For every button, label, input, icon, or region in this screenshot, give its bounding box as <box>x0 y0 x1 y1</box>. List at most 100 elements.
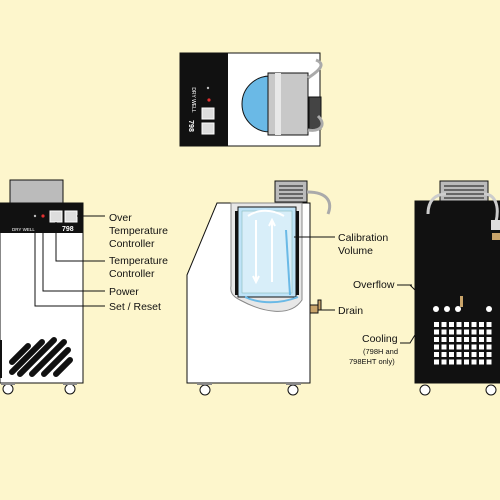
top-controller-display-1 <box>201 107 215 120</box>
vent-cell <box>479 322 484 327</box>
vent-cell <box>479 344 484 350</box>
label-cooling: Cooling <box>362 333 398 345</box>
front-brand-text: DRY WELL <box>12 227 35 232</box>
top-controller-display-2 <box>201 122 215 135</box>
front-power-led <box>41 214 45 218</box>
vent-cell <box>479 352 484 357</box>
rear-callout-lines <box>397 284 440 344</box>
top-brand-text: DRY WELL <box>190 87 196 113</box>
label-cooling-note-1: (798H and <box>363 347 398 356</box>
vent-cell <box>471 322 477 327</box>
vent-cell <box>434 322 439 327</box>
vent-cell <box>456 337 462 342</box>
front-tank-top <box>9 179 64 205</box>
vent-cell <box>456 322 462 327</box>
top-power-led <box>207 98 211 102</box>
vent-cell <box>449 322 454 327</box>
label-drain: Drain <box>338 305 363 317</box>
vent-cell <box>456 359 462 365</box>
vent-cell <box>479 359 484 365</box>
front-reset-button <box>33 214 37 218</box>
front-model-number: 798 <box>62 226 74 233</box>
top-model-number: 798 <box>187 120 194 132</box>
rear-caster-left <box>419 384 431 396</box>
side-caster-right <box>287 384 299 396</box>
vent-cell <box>479 337 484 342</box>
front-view: DRY WELL 798 <box>0 179 84 395</box>
top-tank-dome <box>241 75 271 133</box>
label-calibration-1: Calibration <box>338 232 388 244</box>
vent-cell <box>464 352 469 357</box>
label-set-reset: Set / Reset <box>109 301 161 313</box>
top-fitting-block <box>308 96 322 130</box>
front-vent-grille <box>9 337 73 377</box>
vent-cell <box>434 344 439 350</box>
side-fan-housing <box>274 180 308 203</box>
front-caster-left <box>2 383 14 395</box>
vent-cell <box>434 337 439 342</box>
front-temp-controller-display <box>49 210 63 223</box>
overflow-fittings <box>433 306 461 312</box>
side-hose <box>306 190 332 215</box>
vent-cell <box>441 329 447 335</box>
front-over-temp-controller-display <box>64 210 78 223</box>
vent-cell <box>441 322 447 327</box>
vent-cell <box>449 359 454 365</box>
vent-cell <box>449 337 454 342</box>
vent-cell <box>464 344 469 350</box>
vent-cell <box>486 359 492 365</box>
vent-cell <box>464 337 469 342</box>
vent-cell <box>479 329 484 335</box>
vent-cell <box>434 352 439 357</box>
vent-cell <box>486 344 492 350</box>
side-caster-left <box>199 384 211 396</box>
side-callout-lines <box>294 236 335 311</box>
flow-arrows <box>247 209 285 285</box>
vent-cell <box>434 359 439 365</box>
vent-cell <box>449 352 454 357</box>
label-calibration-2: Volume <box>338 245 373 257</box>
vent-cell <box>456 352 462 357</box>
vent-cell <box>464 359 469 365</box>
vent-cell <box>486 352 492 357</box>
top-hose-2 <box>307 114 324 132</box>
side-view <box>186 180 332 396</box>
rear-view <box>414 180 500 396</box>
vent-cell <box>486 337 492 342</box>
vent-cell <box>449 329 454 335</box>
label-temp-controller-2: Controller <box>109 268 155 280</box>
top-hose-1 <box>307 58 323 80</box>
vent-cell <box>456 344 462 350</box>
vent-cell <box>441 344 447 350</box>
vent-cell <box>471 337 477 342</box>
vent-cell <box>471 344 477 350</box>
vent-cell <box>471 352 477 357</box>
vent-cell <box>464 322 469 327</box>
vent-cell <box>441 337 447 342</box>
vent-cell <box>486 329 492 335</box>
vent-cell <box>449 344 454 350</box>
vent-cell <box>456 329 462 335</box>
cooling-vent-grid <box>434 322 492 365</box>
vent-cell <box>464 329 469 335</box>
rear-hose-right <box>483 192 499 223</box>
vent-cell <box>486 322 492 327</box>
label-cooling-note-2: 798EHT only) <box>349 357 395 366</box>
label-power: Power <box>109 286 139 298</box>
vent-cell <box>441 352 447 357</box>
vent-cell <box>441 359 447 365</box>
label-over-temp-1: Over <box>109 212 132 224</box>
label-over-temp-3: Controller <box>109 238 155 250</box>
rear-caster-right <box>485 384 497 396</box>
rear-hose-left <box>426 192 447 215</box>
vent-cell <box>471 329 477 335</box>
vent-cell <box>434 329 439 335</box>
drain-fitting <box>309 304 319 314</box>
top-reset-button <box>206 86 210 90</box>
top-view: DRY WELL 798 <box>179 52 324 147</box>
vent-cell <box>471 359 477 365</box>
label-overflow: Overflow <box>353 279 395 291</box>
front-caster-right <box>64 383 76 395</box>
label-temp-controller-1: Temperature <box>109 255 168 267</box>
